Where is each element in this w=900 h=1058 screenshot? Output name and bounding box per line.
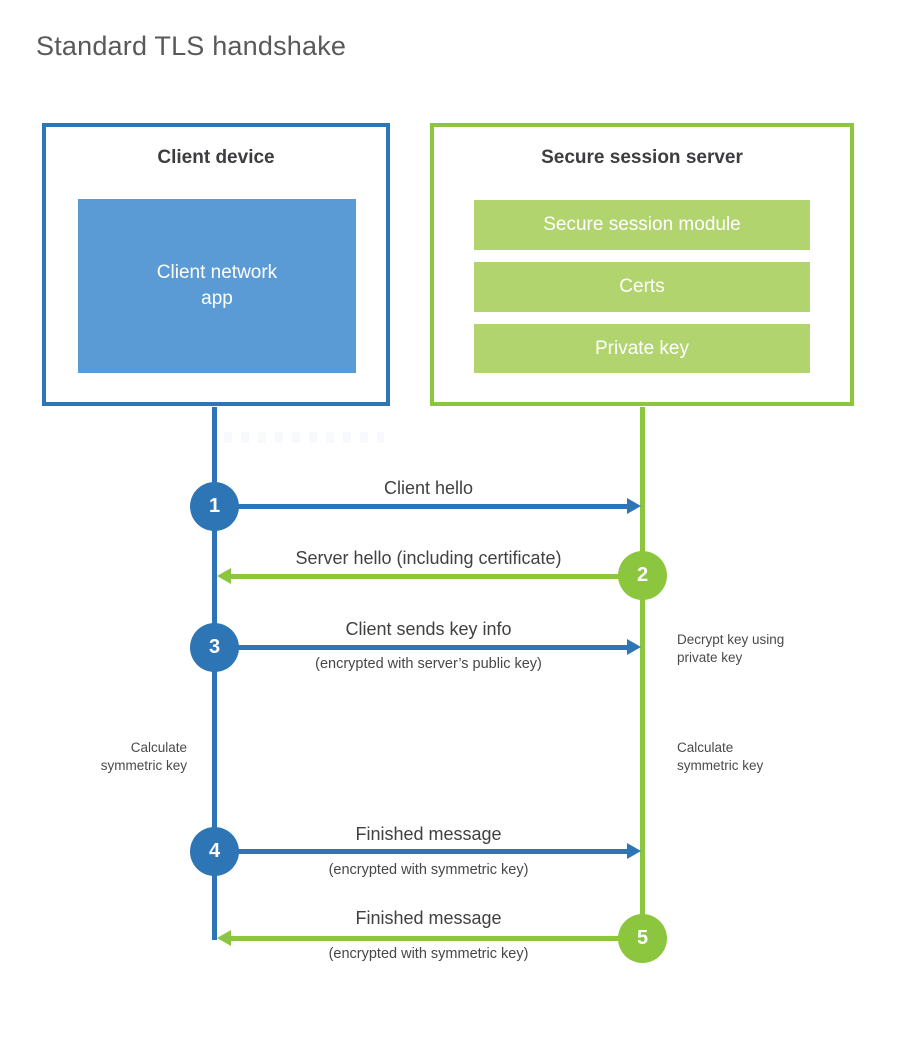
step1-badge: 1 — [190, 482, 239, 531]
step2-badge: 2 — [618, 551, 667, 600]
step1-label: Client hello — [383, 478, 474, 498]
arrow-finished-server — [217, 930, 642, 946]
server-module-certs: Certs — [474, 262, 810, 312]
step4-badge: 4 — [190, 827, 239, 876]
arrowhead-right-icon — [627, 843, 641, 859]
step4-label: Finished message — [355, 824, 502, 844]
arrow-finished-client — [215, 843, 641, 859]
note-decrypt-key: Decrypt key using private key — [677, 632, 785, 665]
server-lifeline — [640, 407, 645, 938]
step2-label: Server hello (including certificate) — [295, 548, 562, 568]
faint-dashes-artifact — [224, 432, 384, 443]
step4-sublabel: (encrypted with symmetric key) — [328, 862, 529, 878]
arrow-client-key-info — [215, 639, 641, 655]
arrowhead-left-icon — [217, 568, 231, 584]
arrowhead-right-icon — [627, 639, 641, 655]
client-lifeline — [212, 407, 217, 940]
step3-sublabel: (encrypted with server’s public key) — [315, 656, 542, 672]
arrow-shaft — [215, 849, 628, 854]
page-title: Standard TLS handshake — [36, 31, 347, 61]
step5-badge: 5 — [618, 914, 667, 963]
arrow-shaft — [230, 936, 642, 941]
step3-badge: 3 — [190, 623, 239, 672]
step3-label: Client sends key info — [345, 619, 512, 639]
client-device-title: Client device — [157, 147, 275, 168]
server-box: Secure session server Secure session mod… — [430, 123, 854, 406]
step5-label: Finished message — [355, 908, 502, 928]
server-module-secure-session: Secure session module — [474, 200, 810, 250]
note-client-calculate-key: Calculate symmetric key — [100, 740, 187, 773]
arrow-server-hello — [217, 568, 642, 584]
client-network-app-box: Client network app — [78, 199, 356, 373]
note-server-calculate-key: Calculate symmetric key — [677, 740, 764, 773]
server-title: Secure session server — [541, 147, 743, 168]
arrow-client-hello — [215, 498, 641, 514]
arrow-shaft — [230, 574, 642, 579]
client-device-box: Client device Client network app — [42, 123, 390, 406]
arrowhead-right-icon — [627, 498, 641, 514]
arrow-shaft — [215, 504, 628, 509]
arrowhead-left-icon — [217, 930, 231, 946]
arrow-shaft — [215, 645, 628, 650]
step5-sublabel: (encrypted with symmetric key) — [328, 946, 529, 962]
server-module-private-key: Private key — [474, 324, 810, 373]
